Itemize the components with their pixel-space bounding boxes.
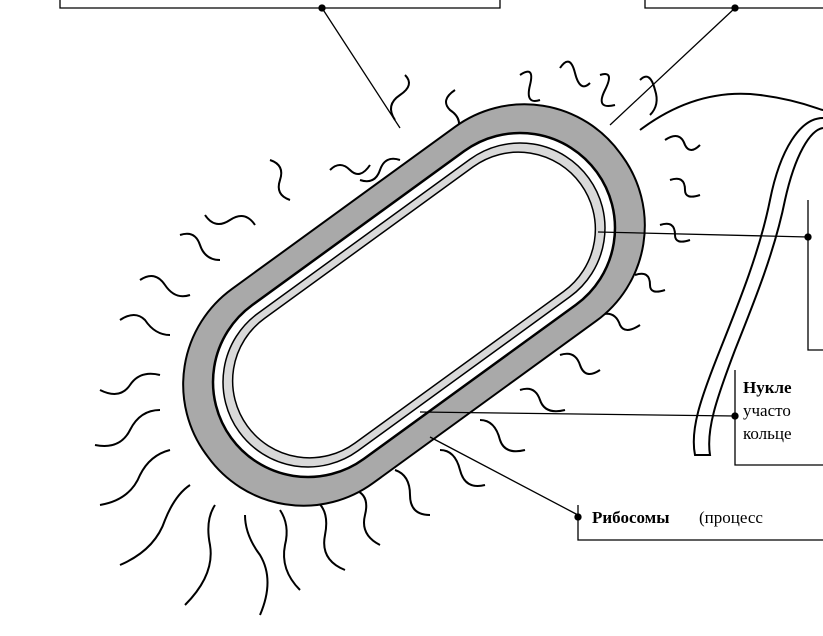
- ribosome-label-title: Рибосомы: [592, 508, 670, 527]
- flagellum: [640, 94, 823, 455]
- nucleoid-label-title: Нукле: [743, 378, 792, 397]
- nucleoid-label-line3: кольце: [743, 424, 792, 443]
- nucleoid-label-line2: участо: [743, 401, 791, 420]
- ribosome-label-rest: (процесс: [699, 508, 763, 527]
